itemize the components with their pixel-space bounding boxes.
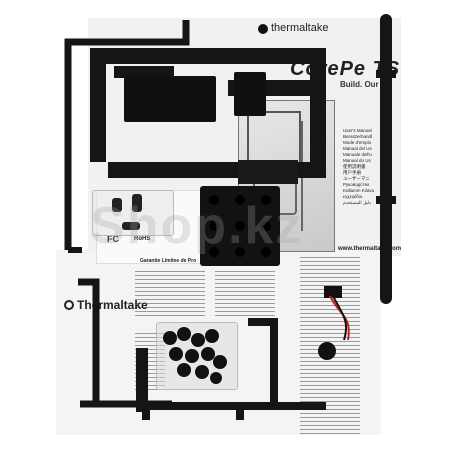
manual-item: Руководство xyxy=(343,182,370,187)
base-bracket xyxy=(136,318,326,420)
manual-item: 使用説明書 xyxy=(343,164,366,169)
warranty-title: Garantie Limitee de Pro xyxy=(140,258,197,264)
plate-holes-icon xyxy=(209,195,271,257)
rohs-mark: RoHS xyxy=(134,236,151,242)
manual-item: 用户手册 xyxy=(343,170,361,175)
watermark: Shop.kz xyxy=(90,197,304,255)
screw-icon xyxy=(122,222,140,230)
rod-clip xyxy=(376,70,396,78)
warranty-text-mid xyxy=(215,268,275,318)
manual-item: Manual del Us xyxy=(343,146,372,151)
warranty-text-left xyxy=(135,268,205,318)
screw-icon xyxy=(132,194,142,212)
screw-icon xyxy=(112,198,122,212)
manual-item: εγχειρίδιο xyxy=(343,194,363,199)
vertical-rod-right xyxy=(380,14,392,304)
vertical-bracket-left xyxy=(64,20,190,253)
foam-pad xyxy=(234,72,266,116)
brand-top: thermaltake xyxy=(271,22,329,34)
thermaltake-logo-icon xyxy=(258,24,268,34)
grommets-icon xyxy=(163,327,227,384)
manual-item: Kullanım Kılavu xyxy=(343,188,375,193)
buzzer-wire xyxy=(329,296,350,341)
manual-item: دليل المستخدم xyxy=(343,200,372,205)
foam-pad xyxy=(124,76,216,122)
manual-item: Mode d'emplo xyxy=(343,140,372,145)
rod-clip xyxy=(376,196,396,204)
manual-item: Manual do Us xyxy=(343,158,371,163)
pump-mount-plate xyxy=(200,186,280,266)
manual-item: User's Manual xyxy=(343,128,372,133)
manual-item: ユーザーマニ xyxy=(343,176,370,181)
manual-item: Manuale dell'u xyxy=(343,152,372,157)
tagline: Build. Our C xyxy=(340,80,387,89)
connector-plug xyxy=(324,286,342,298)
thermaltake-logo-icon xyxy=(64,300,74,310)
fcc-mark: FC xyxy=(107,234,119,244)
manual-item: Benutzerhandl xyxy=(343,134,373,139)
website-text: www.thermaltake.com xyxy=(338,246,402,252)
buzzer-icon xyxy=(318,342,336,360)
